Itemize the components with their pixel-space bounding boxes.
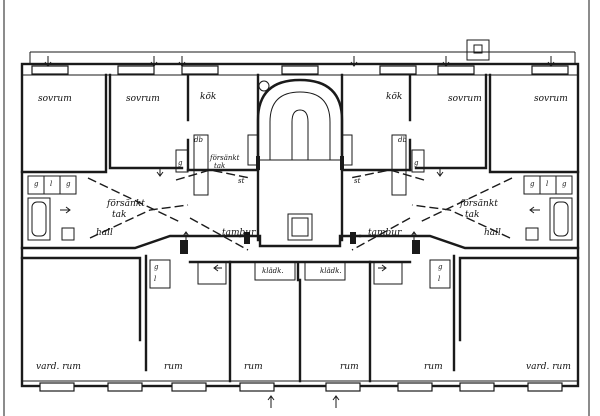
label-g-kitchen-right: g — [414, 159, 419, 167]
bedroom-2-walls — [108, 73, 184, 170]
spiral-stair-icon — [256, 73, 344, 242]
chimney-icon — [466, 39, 490, 61]
outer-wall — [20, 62, 580, 388]
label-forsankt-right: försänkt — [460, 199, 498, 209]
label-l-lower-right: l — [438, 275, 441, 283]
room-label-living-left: vard. rum — [36, 362, 81, 372]
label-g1-left: g — [34, 180, 39, 188]
label-g-lower-left: g — [154, 263, 159, 271]
room-label-bedroom-4: sovrum — [534, 94, 568, 104]
lowered-ceiling-left — [87, 177, 189, 239]
bottom-windows — [39, 382, 563, 392]
hatched-wall-stubs — [180, 156, 420, 254]
label-l-left: l — [50, 180, 53, 188]
arrow-icon — [44, 56, 555, 408]
bathroom-right — [525, 197, 573, 241]
room-label-tambur-left: tambur — [222, 228, 256, 238]
label-forsankt-left: försänkt — [107, 199, 145, 209]
kitchen-cabinets-right — [391, 134, 407, 196]
hall-wall-left — [20, 234, 242, 250]
room-label-hall-right: hall — [484, 228, 501, 238]
room-label-room-1: rum — [164, 362, 183, 372]
label-st-right: st — [238, 177, 245, 185]
room-label-kitchen-left: kök — [200, 92, 217, 102]
label-l-right: l — [546, 180, 549, 188]
label-g-kitchen-left: g — [178, 159, 183, 167]
closet-right — [304, 261, 346, 281]
label-db-left: db — [194, 136, 203, 144]
label-l-lower-left: l — [154, 275, 157, 283]
lowered-ceiling-right — [411, 177, 513, 239]
elevator — [287, 213, 313, 241]
room-label-living-right: vard. rum — [526, 362, 571, 372]
room-label-room-3: rum — [340, 362, 359, 372]
landing-wall — [238, 234, 362, 248]
hall-wall-right — [358, 234, 580, 250]
room-label-room-2: rum — [244, 362, 263, 372]
bedroom-4-walls — [488, 73, 580, 174]
label-st-left: st — [354, 177, 361, 185]
label-g1-right: g — [530, 180, 535, 188]
label-g2-right: g — [562, 180, 567, 188]
room-label-bedroom-3: sovrum — [448, 94, 482, 104]
room-label-closet-left: klädk. — [262, 267, 284, 275]
bedroom-3-walls — [414, 73, 488, 170]
room-label-bedroom-2: sovrum — [126, 94, 160, 104]
label-forsankt-kitchen-left: försänkt — [210, 154, 240, 162]
label-g2-left: g — [66, 180, 71, 188]
living-room-left-walls — [20, 256, 142, 342]
room-label-tambur-right: tambur — [368, 228, 402, 238]
kitchen-cabinets-left — [193, 134, 209, 196]
bathroom-left — [27, 197, 75, 241]
label-db-right: db — [398, 136, 407, 144]
top-windows — [31, 65, 569, 75]
label-tak-right: tak — [465, 210, 480, 220]
room-label-bedroom-1: sovrum — [38, 94, 72, 104]
closet-left — [254, 261, 296, 281]
label-tak-left: tak — [112, 210, 127, 220]
room-label-hall-left: hall — [96, 228, 113, 238]
wardrobes-right — [523, 175, 573, 195]
wardrobes-left — [27, 175, 77, 195]
room-label-closet-right: klädk. — [320, 267, 342, 275]
room-label-kitchen-right: kök — [386, 92, 403, 102]
label-g-lower-right: g — [438, 263, 443, 271]
bedroom-1-walls — [20, 73, 108, 174]
living-room-right-walls — [458, 256, 580, 342]
room-label-room-4: rum — [424, 362, 443, 372]
label-tak-kitchen-left: tak — [214, 162, 226, 170]
arrow-icon — [60, 168, 540, 272]
